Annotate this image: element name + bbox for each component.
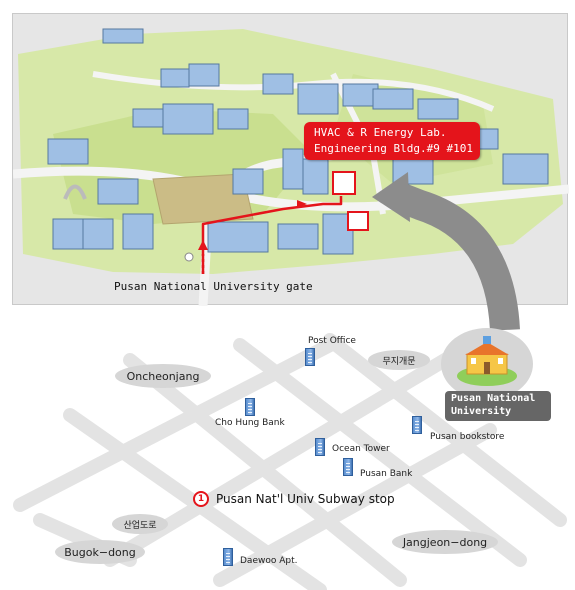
bugok-dong-label: Bugok−dong (55, 540, 145, 564)
lab-label-line1: HVAC & R Energy Lab. (314, 126, 447, 139)
pusan-bank-icon (343, 458, 353, 476)
gate-label: Pusan National University gate (114, 280, 313, 293)
lab-label-line2: Engineering Bldg.#9 #101 (314, 142, 473, 155)
cho-hung-bank-label: Cho Hung Bank (215, 418, 285, 428)
post-office-icon (305, 348, 315, 366)
saneopdoro-label: 산업도로 (112, 514, 168, 534)
lab-label-box: HVAC & R Energy Lab. Engineering Bldg.#9… (304, 122, 480, 160)
daewoo-apt-icon (223, 548, 233, 566)
university-label-line1: Pusan National (451, 393, 536, 404)
daewoo-apt-label: Daewoo Apt. (240, 556, 298, 566)
university-icon (441, 328, 533, 400)
ocean-tower-label: Ocean Tower (332, 444, 390, 454)
post-office-label: Post Office (308, 336, 356, 346)
university-label-line2: University (451, 406, 512, 417)
subway-stop-marker: 1 (193, 491, 209, 507)
pusan-bookstore-icon (412, 416, 422, 434)
pusan-bank-label: Pusan Bank (360, 469, 413, 479)
university-building-icon (457, 336, 517, 386)
mujigaemun-label: 무지개문 (368, 350, 430, 370)
cho-hung-bank-icon (245, 398, 255, 416)
jangjeon-dong-label: Jangjeon−dong (392, 530, 498, 554)
subway-stop-label: Pusan Nat'l Univ Subway stop (216, 492, 395, 506)
pusan-bookstore-label: Pusan bookstore (430, 432, 505, 442)
ocean-tower-icon (315, 438, 325, 456)
university-label-box: Pusan National University (445, 391, 551, 421)
campus-map-panel: HVAC & R Energy Lab. Engineering Bldg.#9… (12, 13, 569, 306)
subway-line-number: 1 (197, 493, 205, 504)
oncheonjang-label: Oncheonjang (115, 364, 211, 388)
